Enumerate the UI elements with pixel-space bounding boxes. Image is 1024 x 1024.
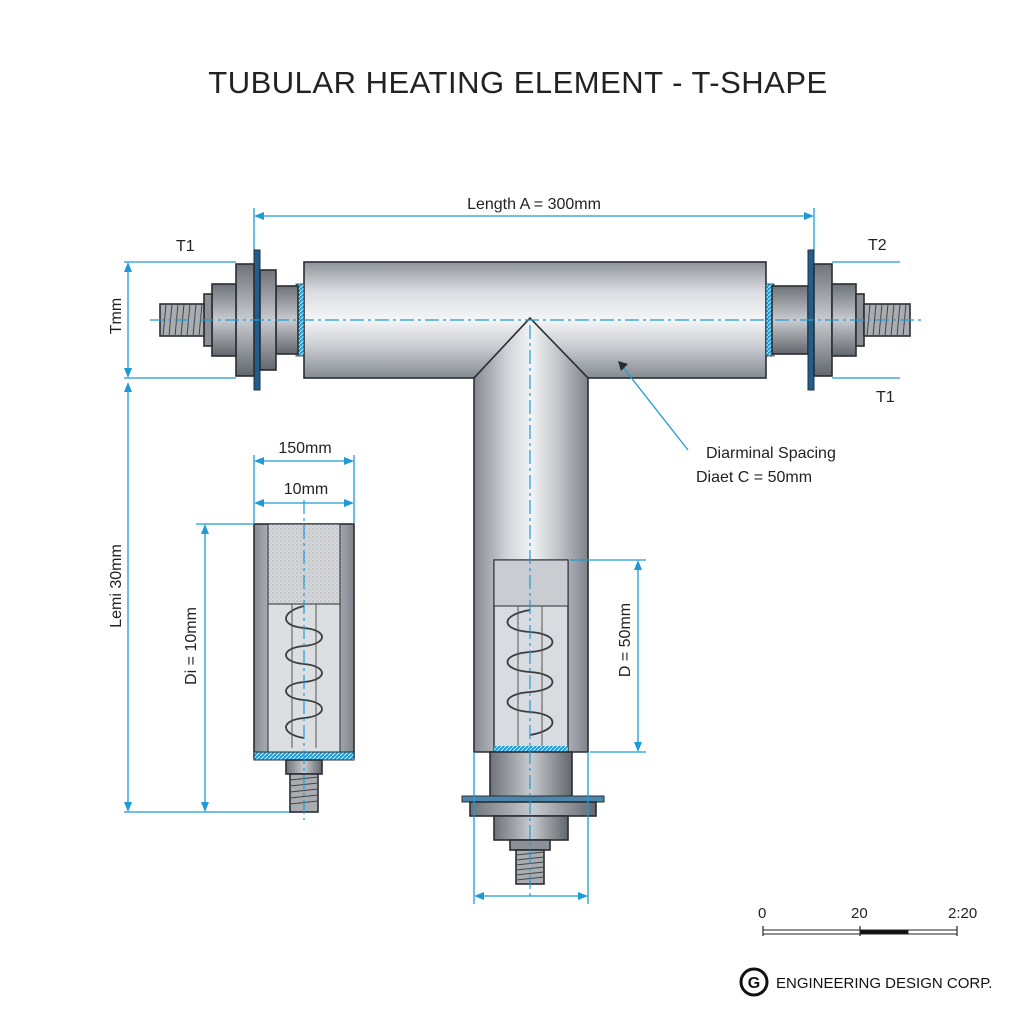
spacing-annotation: Diarminal Spacing Diaet C = 50mm xyxy=(618,361,836,486)
d-50-dimension: D = 50mm xyxy=(570,559,646,753)
detail-cutaway xyxy=(253,500,355,820)
terminal-markers: T1 T2 T1 xyxy=(124,237,900,406)
d-50-label: D = 50mm xyxy=(617,603,634,677)
overall-length-dimension: Lemi 30mm xyxy=(108,382,300,813)
vertical-cutaway xyxy=(493,559,569,753)
spacing-line1: Diarminal Spacing xyxy=(706,445,836,462)
detail-width-dimensions: 150mm 10mm xyxy=(253,440,355,524)
t2-label: T2 xyxy=(868,237,887,254)
di-dimension: Di = 10mm xyxy=(183,523,254,812)
length-left-label: Lemi 30mm xyxy=(108,544,125,628)
width-150-label: 150mm xyxy=(278,440,331,457)
brand-mark: G ENGINEERING DESIGN CORP. xyxy=(739,967,992,997)
tmm-label: Tmm xyxy=(108,298,125,334)
brand-name: ENGINEERING DESIGN CORP. xyxy=(776,975,992,992)
width-10-label: 10mm xyxy=(284,481,328,498)
t1-top-label: T1 xyxy=(176,238,195,255)
length-a-label: Length A = 300mm xyxy=(467,196,601,213)
di-label: Di = 10mm xyxy=(183,607,200,685)
spacing-line2: Diaet C = 50mm xyxy=(696,469,812,486)
scale-bar: 0 20 2:20 xyxy=(758,905,977,936)
tmm-dimension: Tmm xyxy=(108,262,132,378)
drawing-title: TUBULAR HEATING ELEMENT - T-SHAPE xyxy=(208,65,827,100)
t1-right-label: T1 xyxy=(876,389,895,406)
bottom-width-dimension xyxy=(473,752,589,904)
copyright-logo-icon xyxy=(739,967,769,997)
scale-tick-20: 20 xyxy=(851,905,868,922)
bottom-fitting xyxy=(461,751,605,885)
scale-tick-0: 0 xyxy=(758,905,766,922)
scale-tick-end: 2:20 xyxy=(948,905,977,922)
brand-logo-glyph: G xyxy=(748,975,760,992)
length-a-dimension: Length A = 300mm xyxy=(253,196,815,250)
